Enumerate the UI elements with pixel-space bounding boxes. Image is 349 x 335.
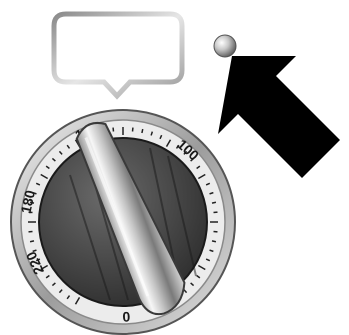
- dial-tick: [212, 202, 216, 203]
- temperature-dial[interactable]: 2201801401000: [11, 110, 235, 334]
- indicator-light: [214, 35, 236, 57]
- pointer-arrow-icon: [218, 56, 340, 178]
- display-bubble: [54, 14, 182, 96]
- dial-tick: [142, 129, 143, 133]
- dial-tick: [212, 241, 216, 242]
- dial-tick: [30, 241, 34, 242]
- dial-label: 0: [122, 309, 131, 325]
